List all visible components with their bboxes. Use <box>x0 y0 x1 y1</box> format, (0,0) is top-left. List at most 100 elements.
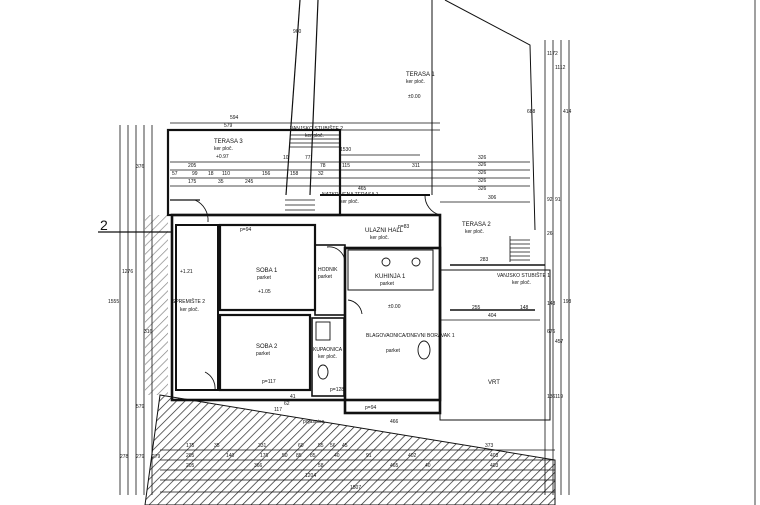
dimension-label: 594 <box>230 115 239 121</box>
room-blagovaonica-floor: parket <box>386 348 400 354</box>
dimension-label: 688 <box>527 109 536 115</box>
dimension-label: 205 <box>186 453 195 459</box>
dimension-label: 193 <box>563 299 572 305</box>
room-terasa1-floor: ker ploč. <box>406 79 425 85</box>
dimension-label: 136 <box>547 394 556 400</box>
room-terasa2-floor: ker ploč. <box>465 229 484 235</box>
room-soba1-floor: parket <box>257 275 271 281</box>
dimension-label: 158 <box>290 171 299 177</box>
dimension-label: 579 <box>224 123 233 129</box>
dimension-label: 316 <box>144 329 153 335</box>
dimension-label: 78 <box>320 163 326 169</box>
dimension-label: 176 <box>260 453 269 459</box>
stairs-2 <box>285 134 340 211</box>
room-terasa3-name: TERASA 3 <box>214 139 243 145</box>
dimension-label: 465 <box>390 463 399 469</box>
room-blagovaonica-level: ±0.00 <box>388 304 401 310</box>
dimension-label: 205 <box>188 163 197 169</box>
dimension-label: 326 <box>478 155 487 161</box>
dimension-label: 466 <box>390 419 399 425</box>
dimension-label: 156 <box>262 171 271 177</box>
room-soba2-name: SOBA 2 <box>256 344 278 350</box>
terasa1-diagonal <box>444 0 536 231</box>
room-soba1-level: +1.05 <box>258 289 271 295</box>
area-label: p=83 <box>398 224 410 230</box>
dimension-label: 91 <box>555 197 561 203</box>
room-natkrivena-floor: ker ploč. <box>340 199 359 205</box>
building-walls <box>166 128 551 421</box>
dimension-label: 331 <box>258 443 267 449</box>
door-swings <box>194 194 441 391</box>
room-ulazni-hall-floor: ker ploč. <box>370 235 389 241</box>
dimension-label: 403 <box>490 453 499 459</box>
dimension-label: 279 <box>152 454 161 460</box>
dimension-label: 62 <box>284 401 290 407</box>
room-soba1-name: SOBA 1 <box>256 268 278 274</box>
dimension-label: 40 <box>334 453 340 459</box>
room-spremiste2-level: +1.21 <box>180 269 193 275</box>
dimension-label: 57 <box>172 171 178 177</box>
dimension-label: 1530 <box>340 147 352 153</box>
dimension-label: 35 <box>214 443 220 449</box>
room-terasa3-floor: ker ploč. <box>214 146 233 152</box>
dimension-label: 50 <box>282 453 288 459</box>
fixtures <box>315 257 431 380</box>
dimension-label: 676 <box>547 329 556 335</box>
dimension-label: 26 <box>547 231 553 237</box>
dimension-label: 1172 <box>547 51 558 57</box>
area-label: p=117 <box>262 379 276 385</box>
dimension-label: 960 <box>293 29 302 35</box>
room-stubiste2-name: VANJSKO STUBIŠTE 2 <box>290 126 343 132</box>
room-hodnik-name: HODNIK <box>318 267 338 273</box>
room-terasa1-level: ±0.00 <box>408 94 421 100</box>
dimension-label: 91 <box>366 453 372 459</box>
dimension-label: 366 <box>254 463 263 469</box>
room-natkrivena-name: NATKRIVENA TERASA 1 <box>322 192 379 198</box>
area-label: p=94 <box>365 405 377 411</box>
dimension-label: 1204 <box>305 473 317 479</box>
room-stubiste2-floor: ker ploč. <box>305 133 324 139</box>
dimension-label: 245 <box>245 179 254 185</box>
dimension-label: 115 <box>342 163 350 169</box>
dimension-label: 119 <box>555 394 563 400</box>
dimension-label: 175 <box>188 179 197 185</box>
room-soba2-floor: parket <box>256 351 270 357</box>
room-terasa1-name: TERASA 1 <box>406 72 435 78</box>
dimension-label: 403 <box>490 463 499 469</box>
dimension-label: 40 <box>425 463 431 469</box>
dimension-label: 279 <box>136 454 145 460</box>
area-label: p=94 <box>240 227 252 233</box>
dimension-label: 402 <box>408 453 417 459</box>
dimension-label: 1507 <box>350 485 362 491</box>
dimension-label: 326 <box>478 186 487 192</box>
access-path <box>285 0 319 196</box>
dimension-label: 117 <box>274 407 282 413</box>
room-ulazni-hall-name: ULAZNI HALL <box>365 228 404 234</box>
dimension-label: 414 <box>563 109 572 115</box>
room-hodnik-floor: parket <box>318 274 332 280</box>
dimension-label: 85 <box>296 453 302 459</box>
room-terasa3-level: +0.97 <box>216 154 229 160</box>
hatched-wall-left <box>145 215 168 395</box>
dimension-label: 175 <box>186 443 195 449</box>
dimension-label: 326 <box>478 178 487 184</box>
dimension-label: 56 <box>330 443 336 449</box>
room-spremiste2-name: SPREMIŠTE 2 <box>172 299 206 305</box>
dimension-label: 404 <box>488 313 497 319</box>
dimension-label: 579 <box>136 404 145 410</box>
room-terasa2-name: TERASA 2 <box>462 222 491 228</box>
dimension-label: 283 <box>480 257 489 263</box>
dimension-label: 326 <box>478 170 487 176</box>
dimension-label: 255 <box>472 305 481 311</box>
dimension-label: 85 <box>310 453 316 459</box>
dimension-label: 148 <box>520 305 529 311</box>
dimension-label: 45 <box>342 443 348 449</box>
dimension-label: 148 <box>547 301 556 307</box>
dimension-label: 55 <box>318 443 324 449</box>
room-stubiste1-name: VANJSKO STUBIŠTE 1 <box>497 273 550 279</box>
room-kupaonica2-floor: ker ploč. <box>318 354 337 360</box>
dimension-label: 306 <box>488 195 497 201</box>
dimension-label: 140 <box>226 453 235 459</box>
dimension-label: 376 <box>136 164 145 170</box>
